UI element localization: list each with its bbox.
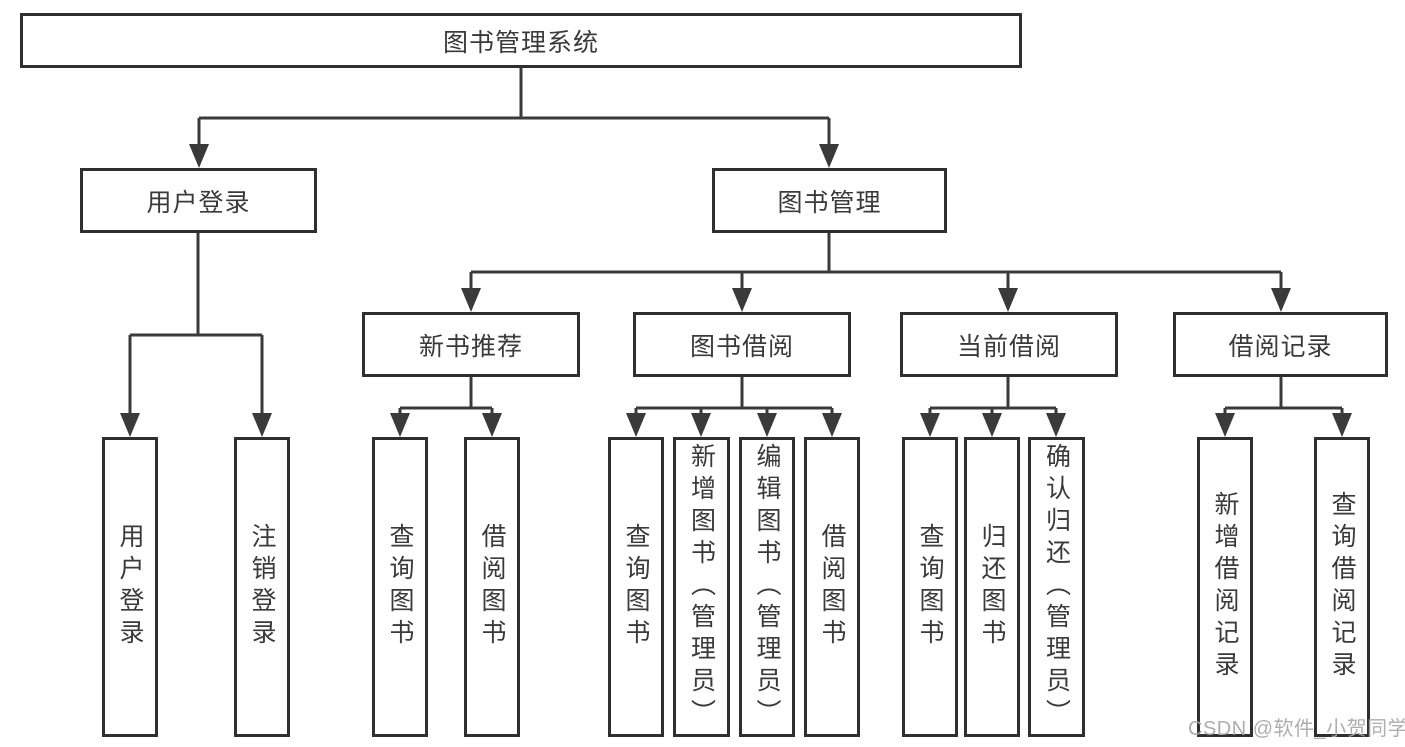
arrowhead — [189, 144, 209, 168]
leaf-label: 查询图书 — [622, 523, 650, 651]
arrowhead — [461, 288, 481, 312]
leaf-label: 新增借阅记录 — [1211, 491, 1239, 683]
node-current-borrowing: 当前借阅 — [900, 312, 1118, 377]
node-label: 图书管理系统 — [442, 28, 599, 57]
leaf-label: 查询图书 — [386, 523, 414, 651]
connector-user-login-branch — [128, 233, 264, 419]
leaf-current-query-book: 查询图书 — [902, 437, 958, 737]
leaf-records-add-borrow-record: 新增借阅记录 — [1197, 437, 1253, 737]
node-label: 借阅记录 — [1228, 332, 1333, 361]
leaf-current-confirm-return-admin: 确认归还（管理员） — [1028, 437, 1085, 737]
arrowhead — [822, 413, 842, 437]
leaf-label: 注销登录 — [248, 523, 276, 651]
leaf-label: 借阅图书 — [478, 523, 506, 651]
leaf-borrowing-query-book: 查询图书 — [608, 437, 664, 737]
node-label: 用户登录 — [146, 188, 251, 217]
csdn-watermark: CSDN @软件_小贺同学 — [1188, 718, 1405, 740]
node-new-book-recommend: 新书推荐 — [362, 312, 580, 377]
leaf-label: 用户登录 — [116, 523, 144, 651]
connector-current-borrowing-branch — [928, 377, 1058, 419]
leaf-borrowing-borrow-book: 借阅图书 — [804, 437, 860, 737]
arrowhead — [1332, 413, 1352, 437]
node-label: 图书管理 — [777, 188, 882, 217]
arrowhead — [819, 144, 839, 168]
leaf-label: 查询借阅记录 — [1328, 491, 1356, 683]
leaf-borrowing-edit-book-admin: 编辑图书（管理员） — [739, 437, 795, 737]
arrowhead — [691, 413, 711, 437]
leaf-recommend-query-book: 查询图书 — [372, 437, 428, 737]
arrowhead — [732, 288, 752, 312]
node-label: 新书推荐 — [418, 332, 523, 361]
arrowhead — [390, 413, 410, 437]
connector-root-to-level2 — [197, 68, 831, 150]
arrowhead — [626, 413, 646, 437]
connector-borrowing-records-branch — [1223, 377, 1344, 419]
arrowhead — [998, 288, 1018, 312]
leaf-label: 查询图书 — [916, 523, 944, 651]
leaf-recommend-borrow-book: 借阅图书 — [464, 437, 520, 737]
leaf-borrowing-add-book-admin: 新增图书（管理员） — [673, 437, 730, 737]
arrowhead — [1271, 288, 1291, 312]
leaf-label: 借阅图书 — [818, 523, 846, 651]
arrowhead — [120, 413, 140, 437]
arrowhead — [252, 413, 272, 437]
node-borrowing-records: 借阅记录 — [1173, 312, 1388, 377]
leaf-current-return-book: 归还图书 — [964, 437, 1020, 737]
arrowhead — [982, 413, 1002, 437]
arrowhead — [757, 413, 777, 437]
node-book-management: 图书管理 — [712, 168, 947, 233]
leaf-label: 确认归还（管理员） — [1042, 443, 1071, 731]
node-label: 图书借阅 — [689, 332, 794, 361]
leaf-user-login: 用户登录 — [102, 437, 158, 737]
leaf-logout-login: 注销登录 — [234, 437, 290, 737]
arrowheads — [120, 144, 1352, 437]
arrowhead — [1046, 413, 1066, 437]
node-label: 当前借阅 — [956, 332, 1061, 361]
leaf-label: 新增图书（管理员） — [687, 443, 716, 731]
leaf-label: 归还图书 — [978, 523, 1006, 651]
node-user-login: 用户登录 — [80, 168, 317, 233]
connector-book-management-branch — [469, 233, 1283, 294]
arrowhead — [1215, 413, 1235, 437]
node-library-system: 图书管理系统 — [20, 13, 1022, 68]
arrowhead — [482, 413, 502, 437]
arrowhead — [920, 413, 940, 437]
node-book-borrowing: 图书借阅 — [633, 312, 851, 377]
leaf-label: 编辑图书（管理员） — [753, 443, 781, 731]
connector-new-book-recommend-branch — [398, 377, 494, 419]
connector-book-borrowing-branch — [634, 377, 834, 419]
leaf-records-query-borrow-record: 查询借阅记录 — [1314, 437, 1370, 737]
